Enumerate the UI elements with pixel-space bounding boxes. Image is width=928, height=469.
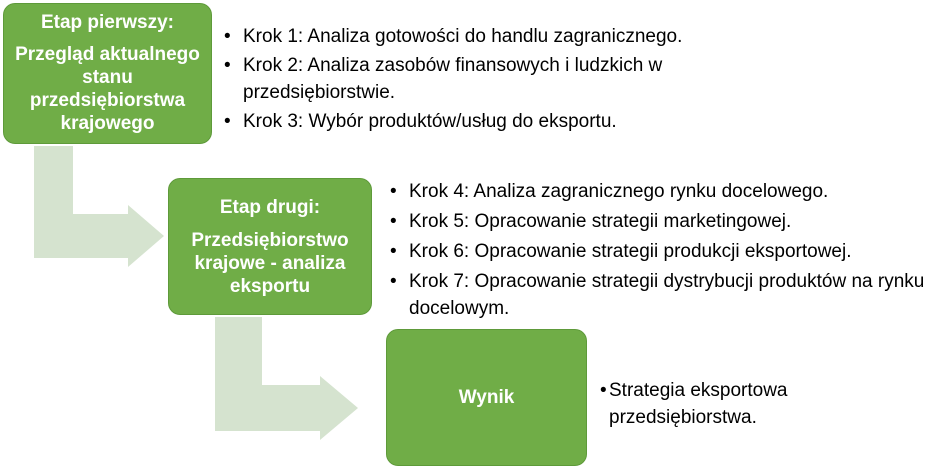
step-item: Krok 3: Wybór produktów/usług do eksport…: [224, 108, 784, 135]
stage-one-box: Etap pierwszy: Przegląd aktualnego stanu…: [3, 3, 212, 144]
result-box: Wynik: [386, 329, 587, 466]
step-item: Krok 7: Opracowanie strategii dystrybucj…: [390, 268, 928, 322]
step-item: Krok 6: Opracowanie strategii produkcji …: [390, 238, 928, 265]
step-item: Krok 4: Analiza zagranicznego rynku doce…: [390, 178, 928, 205]
result-items: Strategia eksportowa przedsiębiorstwa.: [600, 377, 860, 431]
stage-two-subtitle: Przedsiębiorstwo krajowe - analiza ekspo…: [191, 229, 349, 297]
stage-one-subtitle: Przegląd aktualnego stanu przedsiębiorst…: [15, 44, 200, 134]
result-item: Strategia eksportowa przedsiębiorstwa.: [600, 377, 860, 431]
stage-two-steps: Krok 4: Analiza zagranicznego rynku doce…: [390, 178, 928, 325]
stage-one-steps: Krok 1: Analiza gotowości do handlu zagr…: [224, 23, 784, 137]
result-heading: Wynik: [458, 387, 515, 408]
stage-two-heading: Etap drugi:: [219, 196, 321, 218]
step-item: Krok 2: Analiza zasobów finansowych i lu…: [224, 52, 784, 106]
arrow-stage1-to-stage2: [34, 146, 164, 267]
stage-two-box: Etap drugi: Przedsiębiorstwo krajowe - a…: [168, 178, 372, 315]
step-item: Krok 1: Analiza gotowości do handlu zagr…: [224, 23, 784, 50]
step-item: Krok 5: Opracowanie strategii marketingo…: [390, 208, 928, 235]
arrow-stage2-to-result: [215, 317, 358, 440]
stage-one-heading: Etap pierwszy:: [40, 12, 175, 33]
